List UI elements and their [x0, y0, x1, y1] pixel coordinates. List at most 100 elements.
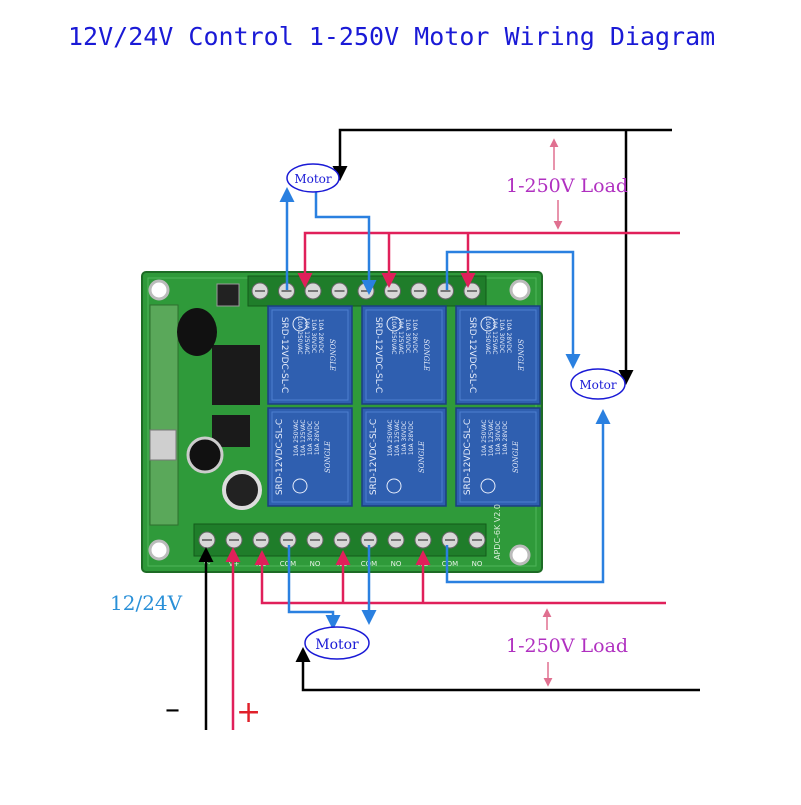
receiver-module — [149, 304, 179, 526]
relay-body — [455, 407, 541, 507]
relay-model-text: SRD-12VDC-SL-C — [463, 419, 473, 495]
mount-hole — [509, 279, 531, 301]
relay-model-text: SRD-12VDC-SL-C — [467, 317, 477, 393]
bottom-terminal-screw — [225, 531, 243, 549]
relay-rating-text: 10A 125VAC — [491, 317, 498, 354]
bottom-terminal-screw — [198, 531, 216, 549]
wire-blue-right-1 — [445, 250, 581, 369]
load-label-bottom: 1-250V Load — [506, 635, 629, 657]
top-terminal-screw — [410, 282, 428, 300]
wire-black-top — [332, 128, 672, 181]
relay-logo-icon — [292, 316, 308, 332]
bottom-screw-row — [198, 531, 486, 549]
top-terminal-screw — [251, 282, 269, 300]
relay-rating-text: 10A 30VDC — [498, 319, 505, 353]
bottom-pin-label: NO — [472, 560, 483, 568]
board-label: APDC-6K V2.0 — [493, 504, 502, 560]
relay-rating-text: 10A 30VDC — [307, 421, 314, 455]
bottom-pin-label: COM — [442, 560, 458, 568]
relay-logo-icon — [480, 478, 496, 494]
load-label-top: 1-250V Load — [506, 175, 629, 197]
relay-brand-text: SONGLE — [328, 339, 336, 371]
bottom-terminal-screw — [279, 531, 297, 549]
antenna-coil — [177, 308, 217, 356]
relay-body — [267, 305, 353, 405]
bottom-terminal-screw — [252, 531, 270, 549]
relay-brand-text: SONGLE — [418, 441, 426, 473]
relay-rating-text: 10A 30VDC — [404, 319, 411, 353]
relay-inner-edge — [271, 411, 349, 503]
relay-rating-text: 10A 250VAC — [293, 419, 300, 456]
relay-inner-edge — [365, 309, 443, 401]
relay-brand-text: SONGLE — [422, 339, 430, 371]
relay-logo-icon — [386, 478, 402, 494]
relay-model-text: SRD-12VDC-SL-C — [279, 317, 289, 393]
ic-chip — [212, 415, 250, 447]
crystal — [149, 429, 177, 461]
power-voltage-label: 12/24V — [110, 591, 183, 615]
motor-top-shape — [286, 163, 340, 193]
motor-right-shape — [570, 368, 626, 400]
motor-top: Motor — [286, 163, 340, 193]
wire-blue-right-2 — [445, 409, 611, 584]
relay-brand-text: SONGLE — [324, 441, 332, 473]
wires — [198, 128, 700, 730]
diagram-title: 12V/24V Control 1-250V Motor Wiring Diag… — [68, 22, 716, 51]
bottom-pin-label: NO — [310, 560, 321, 568]
negative-terminal-label: – — [165, 692, 180, 727]
top-screw-row — [251, 282, 481, 300]
bottom-terminal-screw — [306, 531, 324, 549]
top-terminal-screw — [304, 282, 322, 300]
relay-rating-text: 10A 28VDC — [314, 421, 321, 455]
wire-red-bottom-1 — [254, 550, 666, 605]
capacitor — [222, 470, 262, 510]
wire-blue-bottom-1 — [287, 545, 341, 630]
relay-rating-text: 10A 28VDC — [408, 421, 415, 455]
motor-right-label: Motor — [579, 378, 617, 392]
relay-rating-text: 10A 30VDC — [401, 421, 408, 455]
wire-black-bottom — [295, 647, 700, 692]
relay-model-text: SRD-12VDC-SL-C — [373, 317, 383, 393]
positive-terminal-label: + — [236, 695, 262, 730]
bottom-terminal-screw — [441, 531, 459, 549]
relay-rating-text: 10A 28VDC — [317, 319, 324, 353]
mount-hole — [509, 544, 531, 566]
relay-rating-text: 10A 250VAC — [296, 317, 303, 354]
relay-rating-text: 10A 125VAC — [300, 419, 307, 456]
motor-bottom: Motor — [304, 626, 370, 660]
motor-bottom-label: Motor — [315, 637, 359, 653]
relay-rating-text: 10A 125VAC — [397, 317, 404, 354]
relay-logo-icon — [480, 316, 496, 332]
learn-button — [216, 283, 240, 307]
relay-model-text: SRD-12VDC-SL-C — [369, 419, 379, 495]
motor-right: Motor — [570, 368, 626, 400]
top-terminal-screw — [463, 282, 481, 300]
relay-logo-icon — [292, 478, 308, 494]
bottom-terminal-screw — [387, 531, 405, 549]
relay-rating-text: 10A 250VAC — [390, 317, 397, 354]
bottom-terminal-screw — [333, 531, 351, 549]
capacitor — [186, 436, 224, 474]
relay-body — [361, 407, 447, 507]
relay-rating-text: 10A 28VDC — [502, 421, 509, 455]
relay-body — [361, 305, 447, 405]
relay-rating-text: 10A 250VAC — [484, 317, 491, 354]
relay-rating-text: 10A 250VAC — [481, 419, 488, 456]
bottom-pin-label: NO — [391, 560, 402, 568]
relay-inner-edge — [459, 411, 537, 503]
relay-rating-text: 10A 250VAC — [387, 419, 394, 456]
relay-rating-text: 10A 30VDC — [310, 319, 317, 353]
bottom-terminal-screw — [468, 531, 486, 549]
top-terminal-screw — [357, 282, 375, 300]
relay-body — [267, 407, 353, 507]
ic-chip — [212, 345, 260, 405]
relay-rating-text: 10A 28VDC — [411, 319, 418, 353]
